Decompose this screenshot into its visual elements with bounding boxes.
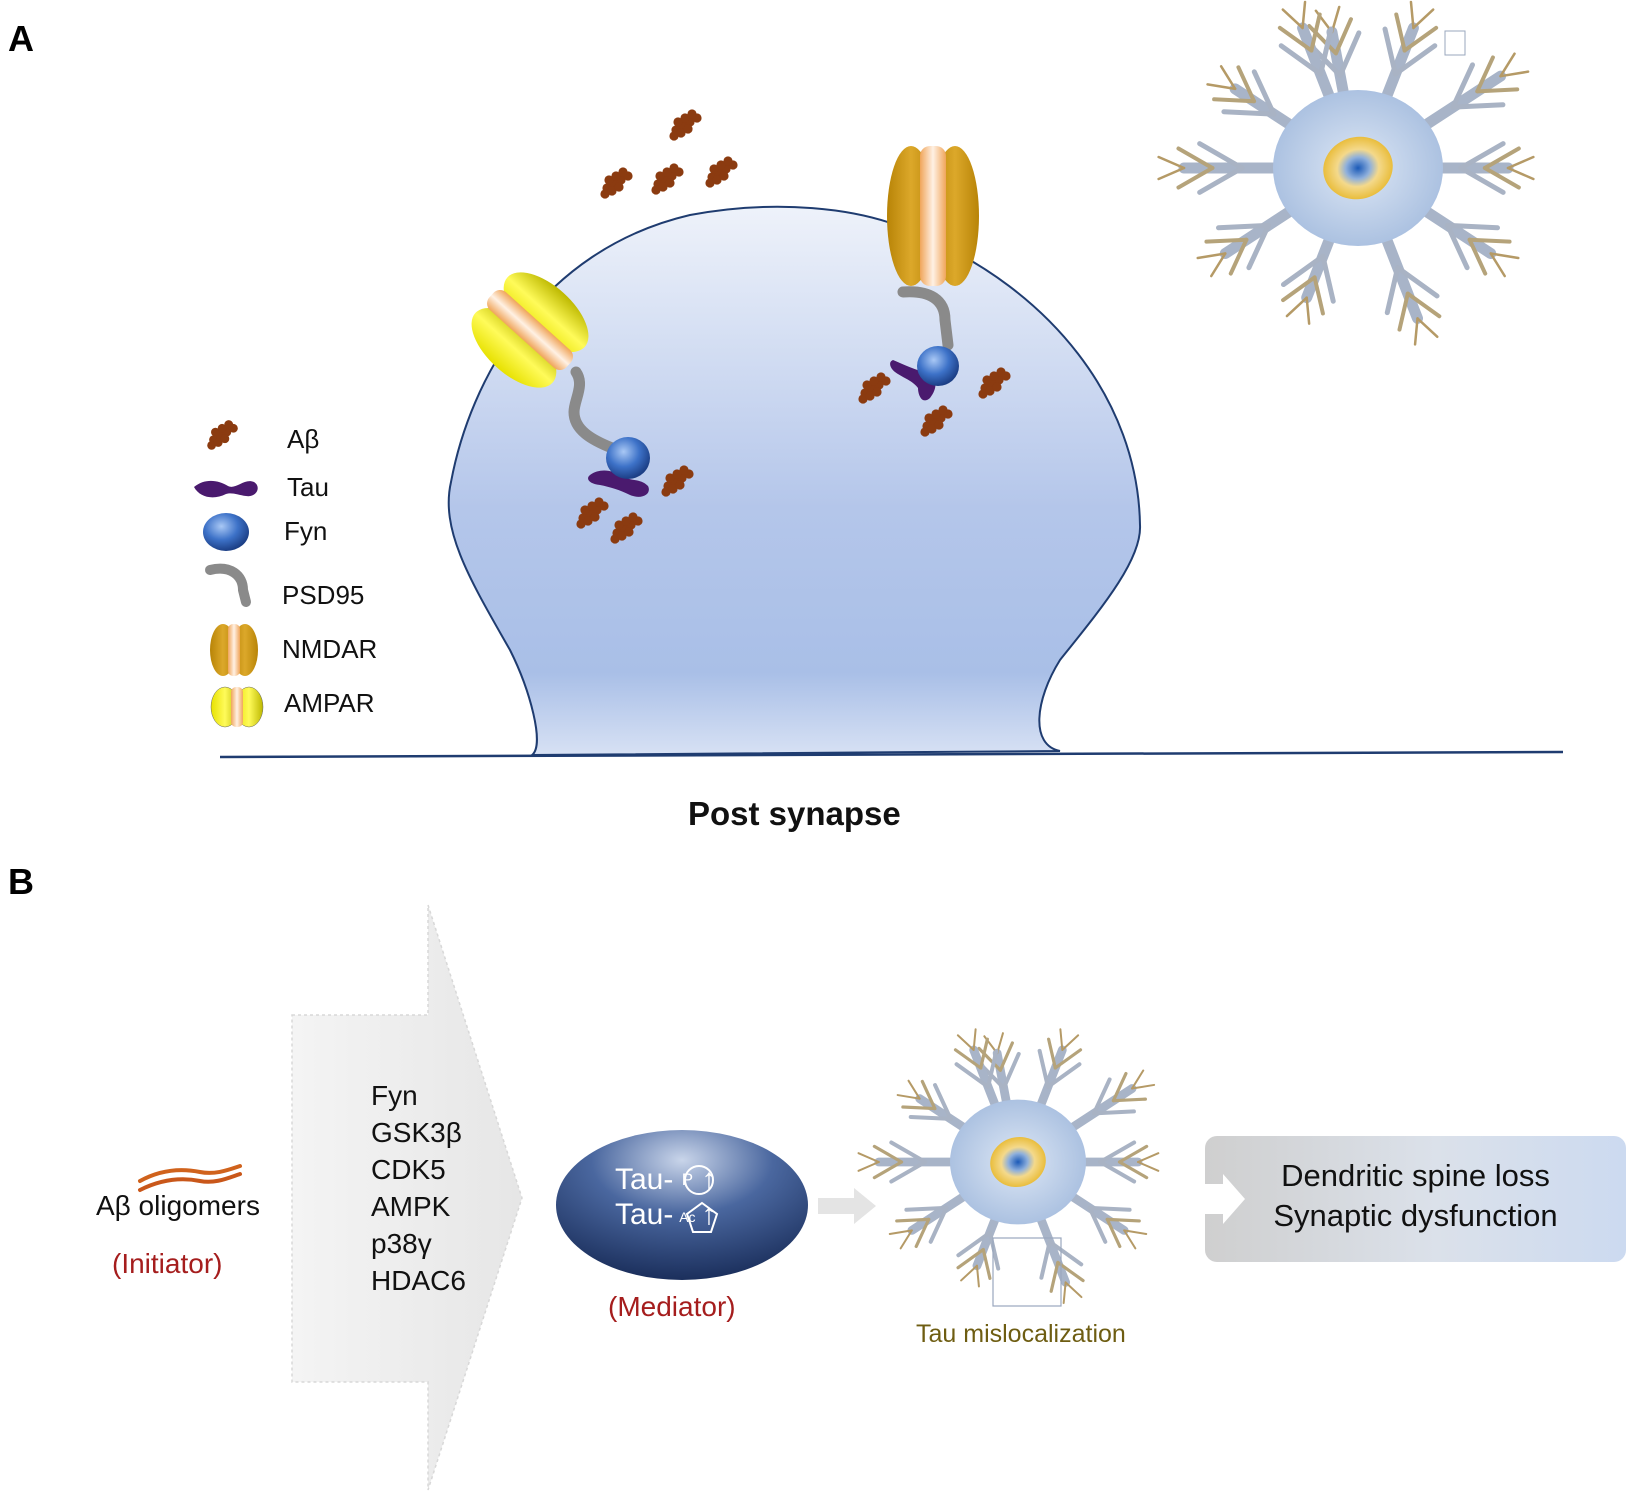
neuron-illustration-a bbox=[1157, 0, 1535, 346]
psd95-right bbox=[897, 286, 954, 351]
panel-label-a: A bbox=[8, 18, 34, 59]
fyn-right bbox=[917, 346, 959, 386]
legend-label-fyn: Fyn bbox=[284, 516, 328, 546]
kinase-item: CDK5 bbox=[371, 1154, 446, 1185]
tau-mislocalization-label: Tau mislocalization bbox=[916, 1320, 1126, 1348]
psd95-left bbox=[568, 366, 618, 454]
acetyl-badge: Ac bbox=[679, 1209, 696, 1225]
fyn-left bbox=[606, 437, 650, 479]
abeta-cluster bbox=[920, 405, 953, 437]
outcome-line-2: Synaptic dysfunction bbox=[1273, 1198, 1558, 1233]
nucleus bbox=[1323, 136, 1393, 200]
legend-label-tau: Tau bbox=[287, 472, 329, 502]
mediator-tau-label-2: Tau- bbox=[615, 1198, 674, 1231]
panel-label-b: B bbox=[8, 861, 34, 902]
legend-label-nmdar: NMDAR bbox=[282, 634, 378, 664]
kinase-item: p38γ bbox=[371, 1228, 432, 1259]
kinase-item: HDAC6 bbox=[371, 1265, 466, 1296]
abeta-cluster bbox=[600, 167, 633, 199]
abeta-cluster bbox=[705, 156, 738, 188]
legend-abeta-icon bbox=[207, 420, 238, 450]
mediator-up-arrow-1: ↑ bbox=[701, 1163, 717, 1196]
abeta-cluster bbox=[978, 367, 1011, 399]
kinase-item: AMPK bbox=[371, 1191, 451, 1222]
abeta-cluster bbox=[576, 497, 609, 529]
pathway-arrow bbox=[291, 904, 523, 1491]
legend-label-abeta: Aβ bbox=[287, 424, 320, 454]
mediator-line-acetyl: Tau- Ac ↑ bbox=[615, 1198, 716, 1232]
abeta-cluster bbox=[610, 512, 643, 544]
abeta-cluster bbox=[669, 109, 702, 141]
legend-tau-icon bbox=[194, 480, 258, 498]
mediator-to-neuron-arrow bbox=[818, 1188, 876, 1224]
abeta-oligomer-icon bbox=[138, 1164, 242, 1192]
membrane-line bbox=[219, 750, 1564, 759]
neuron-illustration-b bbox=[857, 1028, 1160, 1305]
tau-left bbox=[588, 470, 649, 497]
outcome-arrow-notch bbox=[1205, 1174, 1245, 1224]
nucleus bbox=[990, 1136, 1046, 1188]
abeta-cluster bbox=[661, 465, 694, 497]
phospho-badge: P bbox=[681, 1170, 694, 1189]
initiator-role: (Initiator) bbox=[112, 1248, 223, 1279]
legend-icons bbox=[194, 420, 264, 728]
legend-label-psd95: PSD95 bbox=[282, 580, 365, 610]
legend-label-ampar: AMPAR bbox=[284, 688, 375, 718]
dendritic-spine bbox=[447, 205, 1142, 757]
zoom-box-b bbox=[992, 1237, 1062, 1307]
zoom-box-a bbox=[1444, 30, 1466, 56]
tau-right bbox=[890, 360, 936, 401]
outcome-box: Dendritic spine loss Synaptic dysfunctio… bbox=[1205, 1136, 1626, 1262]
initiator-name: Aβ oligomers bbox=[96, 1190, 260, 1221]
legend-ampar-icon bbox=[210, 686, 264, 728]
post-synapse-caption: Post synapse bbox=[688, 795, 901, 832]
legend-fyn-icon bbox=[203, 513, 249, 551]
mediator-up-arrow-2: ↑ bbox=[701, 1198, 717, 1231]
abeta-cluster bbox=[858, 372, 891, 404]
kinase-item: GSK3β bbox=[371, 1117, 462, 1148]
abeta-oligomers-extracellular bbox=[576, 109, 1011, 544]
mediator-role: (Mediator) bbox=[608, 1291, 736, 1322]
legend-abeta-cluster bbox=[207, 420, 238, 450]
mediator-tau-label-1: Tau- bbox=[615, 1163, 674, 1196]
legend-nmdar-icon bbox=[210, 624, 258, 676]
outcome-line-1: Dendritic spine loss bbox=[1281, 1158, 1550, 1193]
ampar-receptor bbox=[471, 272, 589, 388]
legend-psd95-icon bbox=[205, 563, 251, 607]
dendrites bbox=[1157, 0, 1535, 346]
abeta-cluster bbox=[651, 163, 684, 195]
phospho-badge-circle bbox=[684, 1165, 714, 1195]
mediator-line-phospho: Tau- P ↑ bbox=[615, 1163, 716, 1197]
acetyl-badge-pentagon bbox=[685, 1201, 719, 1233]
mediator-ellipse bbox=[556, 1130, 808, 1280]
kinase-item: Fyn bbox=[371, 1080, 418, 1111]
nmdar-receptor bbox=[887, 146, 979, 286]
